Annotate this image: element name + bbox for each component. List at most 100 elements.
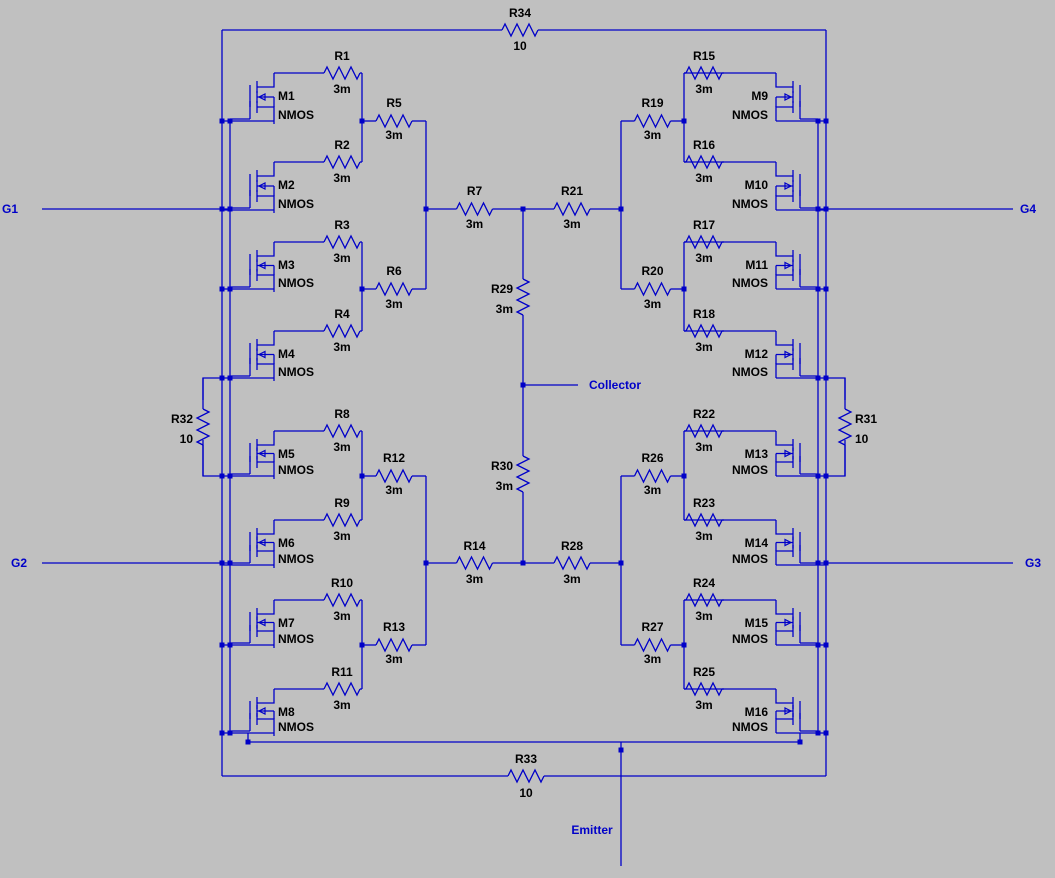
resistor-value-label: 3m (695, 340, 712, 354)
junction-dot (227, 473, 233, 479)
junction-dot (823, 286, 829, 292)
resistor-ref-label: R14 (463, 539, 485, 553)
junction-dot (815, 642, 821, 648)
resistor-r34: R34 10 (501, 6, 539, 53)
resistor-value-label: 3m (333, 340, 350, 354)
net-label-g4: G4 (1020, 202, 1036, 216)
net-label-g3: G3 (1025, 556, 1041, 570)
resistor-ref-label: R5 (386, 96, 402, 110)
resistor-ref-label: R17 (693, 218, 715, 232)
junction-dot (359, 286, 365, 292)
resistor-value-label: 3m (466, 217, 483, 231)
resistor-ref-label: R19 (641, 96, 663, 110)
mosfet-type-label: NMOS (278, 552, 314, 566)
resistor-ref-label: R28 (561, 539, 583, 553)
resistor-ref-label: R18 (693, 307, 715, 321)
mosfet-type-label: NMOS (732, 108, 768, 122)
resistor-value-label: 3m (333, 82, 350, 96)
resistor-value-label: 10 (855, 432, 869, 446)
mosfet-ref-label: M2 (278, 178, 295, 192)
resistor-ref-label: R11 (331, 665, 353, 679)
wires (42, 29, 1013, 866)
junction-dot (219, 642, 225, 648)
junction-dot (618, 206, 624, 212)
resistor-ref-label: R34 (509, 6, 531, 20)
resistor-value-label: 3m (695, 609, 712, 623)
net-label-g1: G1 (2, 202, 18, 216)
mosfet-ref-label: M16 (745, 705, 769, 719)
mosfet-type-label: NMOS (732, 720, 768, 734)
resistor-value-label: 10 (513, 39, 527, 53)
net-label-collector: Collector (589, 378, 641, 392)
resistor-ref-label: R33 (515, 752, 537, 766)
mosfet-ref-label: M3 (278, 258, 295, 272)
net-label-emitter: Emitter (571, 823, 613, 837)
mosfet-ref-label: M7 (278, 616, 295, 630)
resistor-ref-label: R7 (467, 184, 483, 198)
mosfet-ref-label: M14 (745, 536, 769, 550)
mosfet-type-label: NMOS (278, 632, 314, 646)
junction-dot (227, 206, 233, 212)
junction-dot (681, 118, 687, 124)
resistor-ref-label: R12 (383, 451, 405, 465)
mosfet-type-label: NMOS (278, 463, 314, 477)
junction-dot (423, 560, 429, 566)
resistor-ref-label: R23 (693, 496, 715, 510)
junction-dot (815, 560, 821, 566)
junction-dot (359, 473, 365, 479)
junction-dot (797, 739, 803, 745)
resistor-r5: R5 3m (362, 96, 426, 142)
junction-dot (359, 642, 365, 648)
junction-dot (815, 286, 821, 292)
junction-dot (227, 375, 233, 381)
junction-dot (681, 473, 687, 479)
resistor-value-label: 3m (333, 529, 350, 543)
resistor-ref-label: R1 (334, 49, 350, 63)
junction-dot (227, 642, 233, 648)
resistor-ref-label: R31 (855, 412, 877, 426)
junction-dot (227, 118, 233, 124)
mosfet-type-label: NMOS (732, 365, 768, 379)
mosfet-ref-label: M10 (745, 178, 769, 192)
resistor-value-label: 3m (496, 479, 513, 493)
resistor-ref-label: R29 (491, 282, 513, 296)
mosfet-type-label: NMOS (278, 276, 314, 290)
resistor-value-label: 3m (333, 440, 350, 454)
resistor-value-label: 3m (695, 440, 712, 454)
junction-dot (219, 560, 225, 566)
resistor-ref-label: R32 (171, 412, 193, 426)
resistor-value-label: 3m (644, 483, 661, 497)
resistor-value-label: 3m (333, 698, 350, 712)
mosfet-type-label: NMOS (732, 552, 768, 566)
mosfet-type-label: NMOS (732, 276, 768, 290)
resistor-value-label: 3m (385, 128, 402, 142)
junction-dot (681, 286, 687, 292)
mosfet-type-label: NMOS (732, 197, 768, 211)
